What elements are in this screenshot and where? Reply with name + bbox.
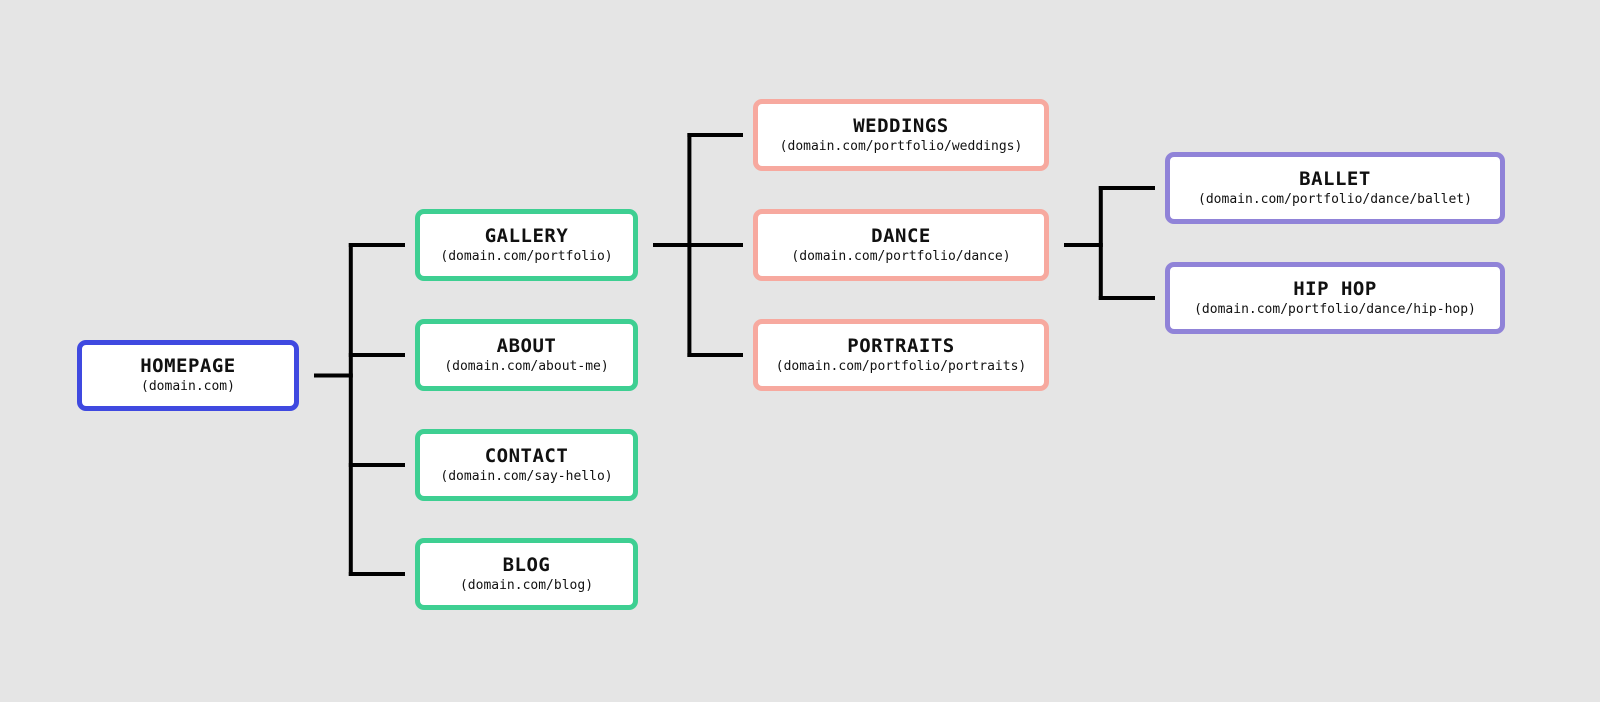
node-hiphop: HIP HOP (domain.com/portfolio/dance/hip-… [1165, 262, 1505, 334]
node-ballet: BALLET (domain.com/portfolio/dance/balle… [1165, 152, 1505, 224]
node-contact: CONTACT (domain.com/say-hello) [415, 429, 638, 501]
node-title: WEDDINGS [853, 114, 949, 137]
node-url: (domain.com/say-hello) [440, 468, 613, 484]
node-about: ABOUT (domain.com/about-me) [415, 319, 638, 391]
node-title: CONTACT [484, 444, 569, 467]
node-title: BLOG [502, 553, 551, 576]
node-title: HOMEPAGE [140, 355, 236, 377]
node-url: (domain.com/about-me) [444, 358, 609, 374]
node-title: PORTRAITS [847, 334, 955, 357]
node-url: (domain.com/portfolio/dance/hip-hop) [1194, 301, 1476, 317]
node-title: BALLET [1299, 167, 1371, 190]
node-title: DANCE [871, 224, 931, 247]
node-portraits: PORTRAITS (domain.com/portfolio/portrait… [753, 319, 1049, 391]
node-url: (domain.com/portfolio/portraits) [775, 358, 1027, 374]
node-homepage: HOMEPAGE (domain.com) [77, 340, 299, 411]
node-title: GALLERY [484, 224, 569, 247]
node-title: ABOUT [496, 334, 557, 357]
node-url: (domain.com/portfolio/weddings) [779, 138, 1023, 154]
node-url: (domain.com) [141, 379, 235, 394]
node-dance: DANCE (domain.com/portfolio/dance) [753, 209, 1049, 281]
node-title: HIP HOP [1293, 277, 1377, 300]
node-url: (domain.com/portfolio) [440, 248, 613, 264]
node-url: (domain.com/blog) [459, 577, 594, 593]
node-blog: BLOG (domain.com/blog) [415, 538, 638, 610]
node-weddings: WEDDINGS (domain.com/portfolio/weddings) [753, 99, 1049, 171]
node-gallery: GALLERY (domain.com/portfolio) [415, 209, 638, 281]
node-url: (domain.com/portfolio/dance/ballet) [1198, 191, 1472, 207]
node-url: (domain.com/portfolio/dance) [791, 248, 1011, 264]
